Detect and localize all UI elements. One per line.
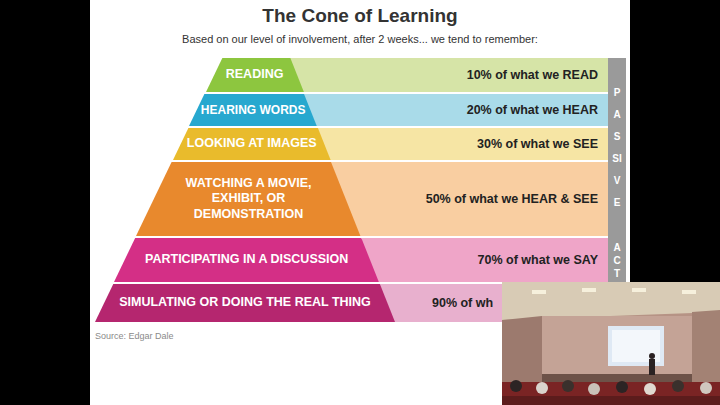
band-label: HEARING WORDS [201,103,306,118]
band-text-holder: SIMULATING OR DOING THE REAL THING [95,284,395,322]
band-text-holder: WATCHING A MOVIE, EXHIBIT, OR DEMONSTRAT… [136,162,360,236]
band-text-holder: LOOKING AT IMAGES [173,128,331,160]
percent-text: 10% of what we READ [467,68,598,82]
cone-band: WATCHING A MOVIE, EXHIBIT, OR DEMONSTRAT… [136,162,360,236]
source-note: Source: Edgar Dale [95,331,295,341]
cone-band: READING [206,58,304,92]
band-fill [189,94,317,126]
percent-row: 90% of wh [380,284,502,322]
side-bar-text: ACT [612,241,622,280]
side-bar-text: PASSIVE [612,82,622,214]
percent-row: 50% of what we HEAR & SEE [331,162,608,236]
percent-text: 90% of wh [432,296,493,310]
slide-title: The Cone of Learning [90,5,630,27]
band-label: READING [226,67,284,83]
band-fill [95,284,395,322]
band-fill [136,162,360,236]
band-fill [114,238,379,282]
percent-text: 20% of what we HEAR [467,103,598,117]
percent-row: 10% of what we READ [290,58,608,92]
cone-band: LOOKING AT IMAGES [173,128,331,160]
band-label: LOOKING AT IMAGES [187,136,317,152]
video-inset [502,282,720,405]
band-fill [206,58,304,92]
percent-row: 70% of what we SAY [362,238,608,282]
cone-band: HEARING WORDS [189,94,317,126]
percent-text: 70% of what we SAY [478,253,598,267]
percent-text: 30% of what we SEE [477,137,598,151]
percent-text: 50% of what we HEAR & SEE [426,192,598,206]
band-text-holder: PARTICIPATING IN A DISCUSSION [114,238,379,282]
band-text-holder: HEARING WORDS [189,94,317,126]
band-label: SIMULATING OR DOING THE REAL THING [119,295,371,311]
band-fill [173,128,331,160]
percent-row: 20% of what we HEAR [304,94,608,126]
side-bar: PASSIVE [608,58,626,238]
band-label: WATCHING A MOVIE, EXHIBIT, OR DEMONSTRAT… [181,176,316,223]
cone-band: PARTICIPATING IN A DISCUSSION [114,238,379,282]
subtitle-text: Based on our level of involvement, after… [90,33,630,45]
percent-row: 30% of what we SEE [318,128,608,160]
cone-band: SIMULATING OR DOING THE REAL THING [95,284,395,322]
band-label: PARTICIPATING IN A DISCUSSION [145,252,348,268]
side-bar: ACT [608,238,626,282]
band-text-holder: READING [206,58,304,92]
